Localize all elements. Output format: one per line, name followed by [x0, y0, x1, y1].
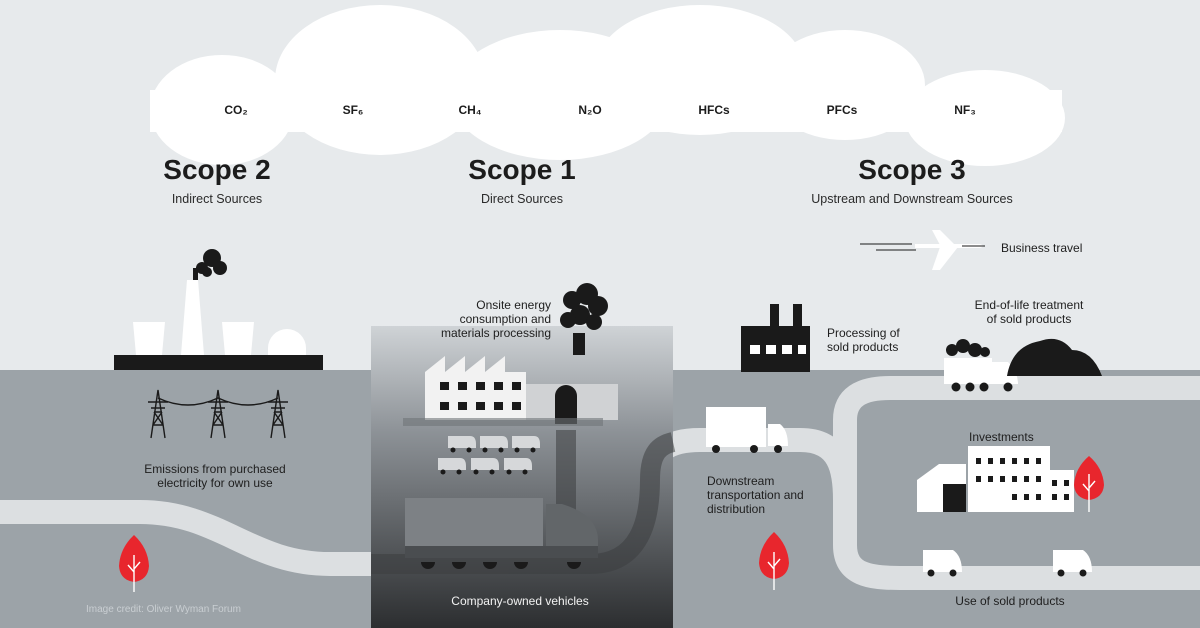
scope2-subtitle: Indirect Sources [171, 192, 263, 206]
end-of-life-label: End-of-life treatment of sold products [974, 298, 1084, 326]
electricity-emissions-label: Emissions from purchased electricity for… [144, 462, 286, 490]
gas-label-hfcs: HFCs [698, 103, 730, 117]
gas-label-n2o: N₂O [578, 103, 602, 117]
power-pylons-icon [148, 389, 288, 439]
gas-label-pfcs: PFCs [826, 103, 858, 117]
processing-label: Processing of sold products [827, 326, 900, 354]
cloud [150, 5, 1065, 166]
scope3-title: Scope 3 [858, 154, 966, 185]
waste-truck-icon [944, 338, 1102, 392]
company-truck-icon [405, 498, 598, 569]
image-credit: Image credit: Oliver Wyman Forum [86, 604, 241, 615]
scope3-subtitle: Upstream and Downstream Sources [811, 192, 1013, 206]
airplane-icon [860, 230, 985, 270]
gas-label-sf6: SF₆ [342, 103, 364, 117]
gas-label-ch4: CH₄ [458, 103, 482, 117]
delivery-truck-icon [706, 407, 788, 453]
gas-label-co2: CO₂ [224, 103, 248, 117]
sold-products-vans-icon [923, 550, 1092, 577]
use-of-products-label: Use of sold products [955, 594, 1065, 608]
investments-label: Investments [969, 430, 1034, 444]
company-vehicles-label: Company-owned vehicles [451, 594, 589, 608]
scope1-zone [371, 326, 673, 628]
gas-label-nf3: NF₃ [954, 103, 976, 117]
scope1-title: Scope 1 [468, 154, 576, 185]
tree-icon [1074, 456, 1104, 512]
factory-icon [403, 283, 618, 426]
power-plant-icon [114, 249, 323, 370]
tree-icon [759, 532, 789, 590]
onsite-energy-label: Onsite energy consumption and materials … [440, 298, 551, 340]
business-travel-label: Business travel [1001, 241, 1083, 255]
scope1-subtitle: Direct Sources [481, 192, 563, 206]
fleet-cars-icon [438, 436, 540, 470]
downstream-transport-label: Downstream transportation and distributi… [707, 474, 804, 516]
tree-icon [119, 535, 149, 592]
investment-buildings-icon [917, 446, 1074, 512]
processing-factory-icon [741, 304, 810, 372]
scope2-title: Scope 2 [163, 154, 271, 185]
